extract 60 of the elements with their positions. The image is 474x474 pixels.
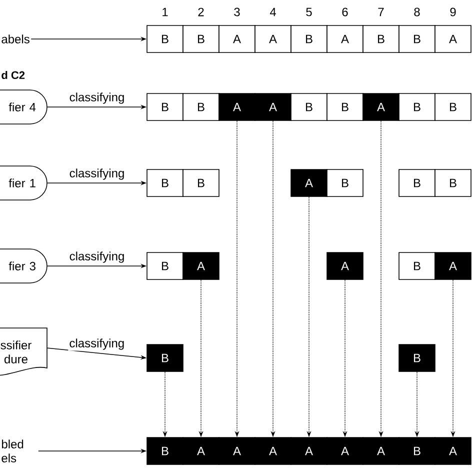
column-number: 4 xyxy=(270,8,276,16)
classifier-box: fier 3 xyxy=(0,248,48,284)
row-label: bled els xyxy=(2,440,24,462)
procedure-document: ssifier dure xyxy=(0,328,48,376)
edge-label: classifying xyxy=(68,92,126,105)
edge-label: classifying xyxy=(68,250,126,264)
label-cell: B xyxy=(326,169,364,197)
label-cell: A xyxy=(362,93,400,121)
label-cell: A xyxy=(362,437,400,465)
label-cell: B xyxy=(398,93,436,121)
label-cell: A xyxy=(290,169,328,197)
group-heading: d C2 xyxy=(2,70,25,80)
label-cell: B xyxy=(146,344,184,372)
column-number: 8 xyxy=(414,8,420,16)
label-cell: A xyxy=(326,437,364,465)
label-cell: B xyxy=(290,93,328,121)
label-cell: A xyxy=(326,252,364,280)
label-cell: A xyxy=(254,25,292,53)
label-cell: A xyxy=(218,437,256,465)
column-number: 9 xyxy=(450,8,456,16)
classifier-box: fier 4 xyxy=(0,90,48,124)
label-cell: A xyxy=(254,93,292,121)
label-cell: B xyxy=(434,93,472,121)
label-cell: B xyxy=(326,93,364,121)
label-cell: A xyxy=(254,437,292,465)
label-cell: A xyxy=(182,252,220,280)
label-cell: B xyxy=(398,252,436,280)
column-number: 3 xyxy=(234,8,240,16)
row-label: abels xyxy=(2,34,30,44)
label-cell: A xyxy=(434,437,472,465)
edge-label: classifying xyxy=(68,168,126,181)
column-number: 1 xyxy=(162,8,168,16)
classifier-box: fier 1 xyxy=(0,166,48,200)
label-cell: B xyxy=(290,25,328,53)
column-number: 2 xyxy=(198,8,204,16)
label-cell: A xyxy=(326,25,364,53)
label-cell: B xyxy=(362,25,400,53)
label-cell: A xyxy=(290,437,328,465)
label-cell: B xyxy=(182,169,220,197)
label-cell: B xyxy=(398,169,436,197)
label-cell: A xyxy=(434,252,472,280)
label-cell: B xyxy=(146,93,184,121)
label-cell: B xyxy=(146,25,184,53)
label-cell: B xyxy=(146,252,184,280)
label-cell: A xyxy=(218,25,256,53)
label-cell: A xyxy=(218,93,256,121)
column-number: 6 xyxy=(342,8,348,16)
label-cell: B xyxy=(434,169,472,197)
label-cell: B xyxy=(398,25,436,53)
column-number: 5 xyxy=(306,8,312,16)
edge-label: classifying xyxy=(68,338,126,351)
label-cell: B xyxy=(182,25,220,53)
label-cell: A xyxy=(434,25,472,53)
label-cell: B xyxy=(398,344,436,372)
label-cell: B xyxy=(182,93,220,121)
label-cell: B xyxy=(398,437,436,465)
label-cell: B xyxy=(146,169,184,197)
label-cell: B xyxy=(146,437,184,465)
label-cell: A xyxy=(182,437,220,465)
column-number: 7 xyxy=(378,8,384,16)
